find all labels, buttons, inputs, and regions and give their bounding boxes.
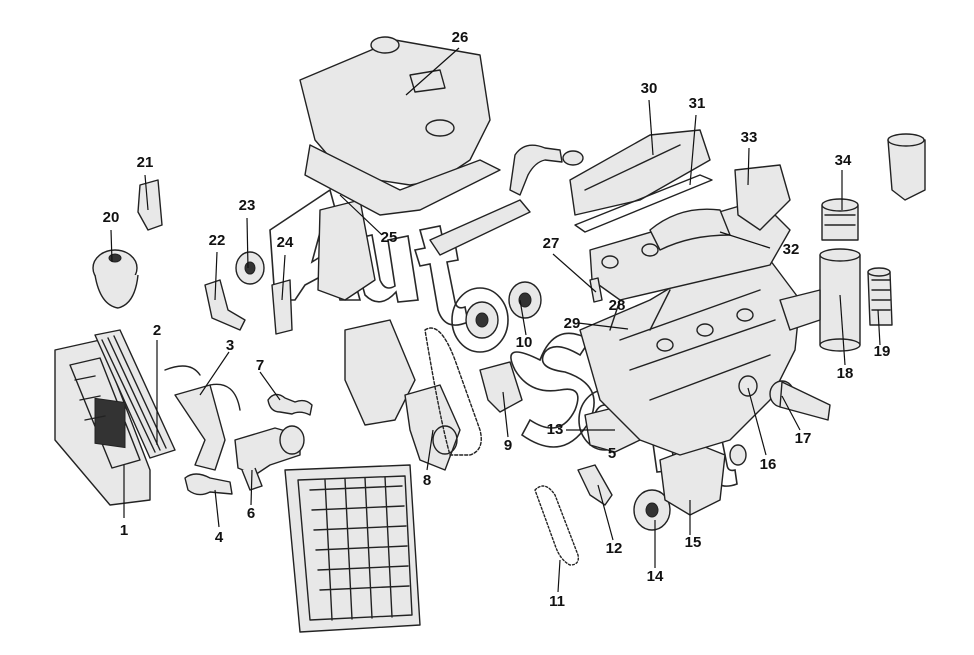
label-12: 12 <box>606 540 623 557</box>
label-25: 25 <box>381 229 398 246</box>
part-8-cover <box>404 384 461 471</box>
label-27: 27 <box>543 235 560 252</box>
part-34-cap <box>821 198 859 241</box>
part-21-sensor <box>137 179 163 231</box>
label-23: 23 <box>239 197 256 214</box>
part-33-throttle <box>734 164 791 231</box>
label-14: 14 <box>647 568 664 585</box>
label-31: 31 <box>689 95 706 112</box>
label-28: 28 <box>609 297 626 314</box>
part-24-tensioner <box>271 279 293 335</box>
label-18: 18 <box>837 365 854 382</box>
label-22: 22 <box>209 232 226 249</box>
label-34: 34 <box>835 152 852 169</box>
part-26-cover <box>299 36 501 216</box>
part-31-gasket <box>574 174 713 233</box>
part-16-seal <box>738 375 758 397</box>
label-24: 24 <box>277 234 294 251</box>
part-3-bracket <box>164 365 241 471</box>
timing-cover <box>344 319 416 426</box>
label-13: 13 <box>547 421 564 438</box>
part-19-filter <box>867 267 893 326</box>
label-8: 8 <box>423 472 431 489</box>
label-9: 9 <box>504 437 512 454</box>
part-29-pipe <box>609 289 671 331</box>
label-32: 32 <box>783 241 800 258</box>
part-18-housing <box>779 248 861 352</box>
label-19: 19 <box>874 343 891 360</box>
part-20-reservoir <box>92 249 139 309</box>
label-1: 1 <box>120 522 128 539</box>
label-16: 16 <box>760 456 777 473</box>
part-7-hose <box>267 393 313 416</box>
part-23-pulley <box>235 251 265 285</box>
label-7: 7 <box>256 357 264 374</box>
part-27-sensor <box>589 277 603 303</box>
part-17-pipe <box>769 380 831 421</box>
label-11: 11 <box>549 593 565 610</box>
label-33: 33 <box>741 129 758 146</box>
small-part-top-right <box>887 133 926 201</box>
part-9-bracket <box>479 361 523 413</box>
part-labels: 1 2 3 4 5 6 7 8 9 10 11 12 13 14 15 16 1… <box>103 29 891 610</box>
part-12-guide <box>577 464 613 506</box>
leader-lines <box>110 47 881 593</box>
label-20: 20 <box>103 209 120 226</box>
radiator <box>284 464 421 633</box>
label-4: 4 <box>215 529 224 546</box>
label-17: 17 <box>795 430 812 447</box>
timing-belt <box>424 327 482 456</box>
part-10-pulleys <box>465 281 542 339</box>
label-5: 5 <box>608 445 616 462</box>
label-10: 10 <box>516 334 533 351</box>
part-22-bracket <box>204 279 246 331</box>
label-6: 6 <box>247 505 255 522</box>
part-15-pump <box>659 444 747 516</box>
label-26: 26 <box>452 29 469 46</box>
label-3: 3 <box>226 337 234 354</box>
label-21: 21 <box>137 154 154 171</box>
part-30-valve-cover <box>569 129 711 216</box>
label-2: 2 <box>153 322 161 339</box>
coolant-pipe-upper <box>429 144 584 256</box>
part-25-mount <box>317 199 376 301</box>
part-4-hose <box>184 473 233 496</box>
label-15: 15 <box>685 534 702 551</box>
part-14-pulley <box>633 489 671 531</box>
part-11-chain <box>534 485 580 566</box>
label-29: 29 <box>564 315 581 332</box>
label-30: 30 <box>641 80 658 97</box>
